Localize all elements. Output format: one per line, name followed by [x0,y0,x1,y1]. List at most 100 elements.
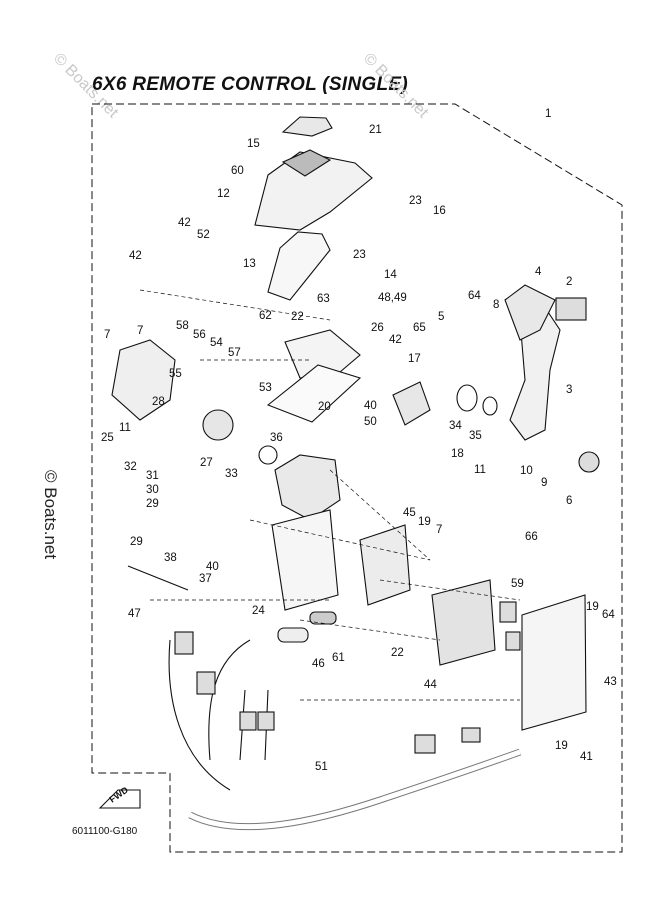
svg-text:42: 42 [129,250,142,262]
svg-text:64: 64 [602,609,615,621]
svg-text:26: 26 [371,322,384,334]
drawing-code: 6011100-G180 [72,826,138,837]
svg-text:36: 36 [270,432,283,444]
svg-text:45: 45 [403,507,416,519]
svg-text:31: 31 [146,470,159,482]
lever-arm-13 [267,231,331,301]
svg-text:10: 10 [520,465,533,477]
connector-c [239,711,257,731]
svg-text:42: 42 [389,334,402,346]
svg-text:8: 8 [493,299,499,311]
grommet-61 [309,611,337,625]
plate-43 [521,594,587,731]
switch-block-44 [431,579,496,666]
connector-f [461,727,481,743]
svg-text:62: 62 [259,310,272,322]
control-unit-45 [359,524,411,606]
svg-text:27: 27 [200,457,213,469]
svg-text:3: 3 [566,384,572,396]
svg-text:66: 66 [525,531,538,543]
svg-text:19: 19 [555,740,568,752]
lever-cover [254,151,373,231]
gear-33-small [258,445,278,465]
svg-text:64: 64 [468,290,481,302]
svg-text:7: 7 [137,325,143,337]
svg-text:23: 23 [409,195,422,207]
svg-text:19: 19 [586,601,599,613]
svg-text:17: 17 [408,353,421,365]
grommet-46 [277,627,309,643]
svg-text:43: 43 [604,676,617,688]
main-mechanism [274,454,341,521]
svg-text:40: 40 [206,561,219,573]
svg-text:4: 4 [535,266,542,278]
svg-text:29: 29 [146,498,159,510]
svg-text:41: 41 [580,751,593,763]
svg-text:33: 33 [225,468,238,480]
cable-tie-47 [127,565,189,591]
cap-part [281,116,333,137]
svg-text:19: 19 [418,516,431,528]
assembly-boundary [91,103,623,853]
base-plate [284,329,361,379]
wire-harness-51 [188,748,522,831]
lever-cover-window [281,149,332,177]
svg-text:18: 18 [451,448,464,460]
svg-text:2: 2 [566,276,572,288]
svg-text:24: 24 [252,605,265,617]
svg-text:22: 22 [291,311,304,323]
svg-text:34: 34 [449,420,462,432]
svg-text:63: 63 [317,293,330,305]
callout-labels: 1 2 3 4 5 6 7 7 7 8 9 10 11 11 12 13 14 … [101,108,617,805]
svg-text:12: 12 [217,188,230,200]
bracket-17 [392,381,431,426]
connector-a [174,631,194,655]
svg-text:42: 42 [178,217,191,229]
svg-text:23: 23 [353,249,366,261]
svg-text:38: 38 [164,552,177,564]
svg-text:13: 13 [243,258,256,270]
svg-text:30: 30 [146,484,159,496]
connector-g [499,601,517,623]
svg-text:53: 53 [259,382,272,394]
svg-text:7: 7 [104,329,110,341]
svg-text:25: 25 [101,432,114,444]
svg-text:21: 21 [369,124,382,136]
housing-25 [111,339,176,421]
svg-text:22: 22 [391,647,404,659]
svg-text:1: 1 [545,108,551,120]
svg-text:28: 28 [152,396,165,408]
arm-4 [504,284,556,341]
diagram-title: 6X6 REMOTE CONTROL (SINGLE) [92,74,408,95]
svg-text:61: 61 [332,652,345,664]
svg-text:59: 59 [511,578,524,590]
switch-2 [555,297,587,321]
svg-text:51: 51 [315,761,328,773]
svg-text:11: 11 [474,464,486,476]
svg-text:54: 54 [210,337,223,349]
svg-text:5: 5 [438,311,444,323]
svg-text:32: 32 [124,461,137,473]
fwd-arrow-shape [98,789,141,809]
svg-text:60: 60 [231,165,244,177]
svg-text:6: 6 [566,495,572,507]
svg-text:11: 11 [119,422,131,434]
connector-h [505,631,521,651]
svg-text:47: 47 [128,608,141,620]
svg-text:48,49: 48,49 [378,292,407,304]
svg-text:55: 55 [169,368,182,380]
leader-lines [139,289,521,701]
gear-36 [202,409,234,441]
bracket-24 [271,509,339,611]
svg-text:16: 16 [433,205,446,217]
svg-text:15: 15 [247,138,260,150]
connector-b [196,671,216,695]
svg-text:35: 35 [469,430,482,442]
svg-text:37: 37 [199,573,212,585]
gasket-20 [266,364,362,423]
svg-text:46: 46 [312,658,325,670]
svg-text:58: 58 [176,320,189,332]
svg-text:52: 52 [197,229,210,241]
svg-text:44: 44 [424,679,437,691]
